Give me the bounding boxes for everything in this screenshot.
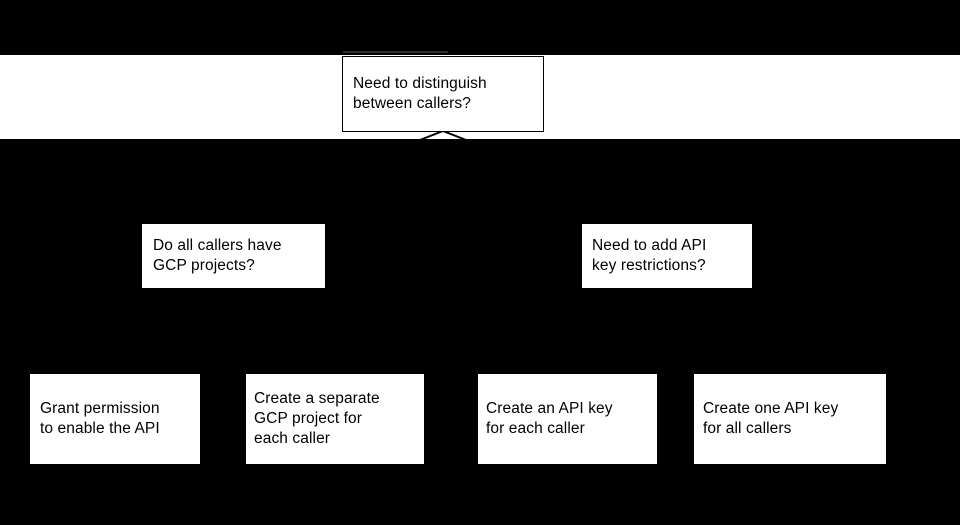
node-label: Create one API key for all callers: [703, 399, 839, 437]
node-create-an-api-key-for-each-caller[interactable]: Create an API key for each caller: [478, 374, 657, 464]
node-label: Need to add API key restrictions?: [592, 236, 707, 274]
node-grant-permission-to-enable-the-api[interactable]: Grant permission to enable the API: [30, 374, 200, 464]
node-create-one-api-key-for-all-callers[interactable]: Create one API key for all callers: [694, 374, 886, 464]
node-label: Create a separate GCP project for each c…: [254, 389, 380, 448]
node-need-to-add-api-key-restrictions[interactable]: Need to add API key restrictions?: [582, 224, 752, 288]
edge-artifact-line: [343, 51, 448, 53]
node-need-to-distinguish-between-callers[interactable]: Need to distinguish between callers?: [342, 56, 544, 132]
node-label: Need to distinguish between callers?: [353, 74, 487, 112]
node-label: Create an API key for each caller: [486, 399, 613, 437]
node-do-all-callers-have-gcp-projects[interactable]: Do all callers have GCP projects?: [142, 224, 325, 288]
node-label: Grant permission to enable the API: [40, 399, 160, 437]
node-label: Do all callers have GCP projects?: [153, 236, 282, 274]
node-create-a-separate-gcp-project-for-each-caller[interactable]: Create a separate GCP project for each c…: [246, 374, 424, 464]
